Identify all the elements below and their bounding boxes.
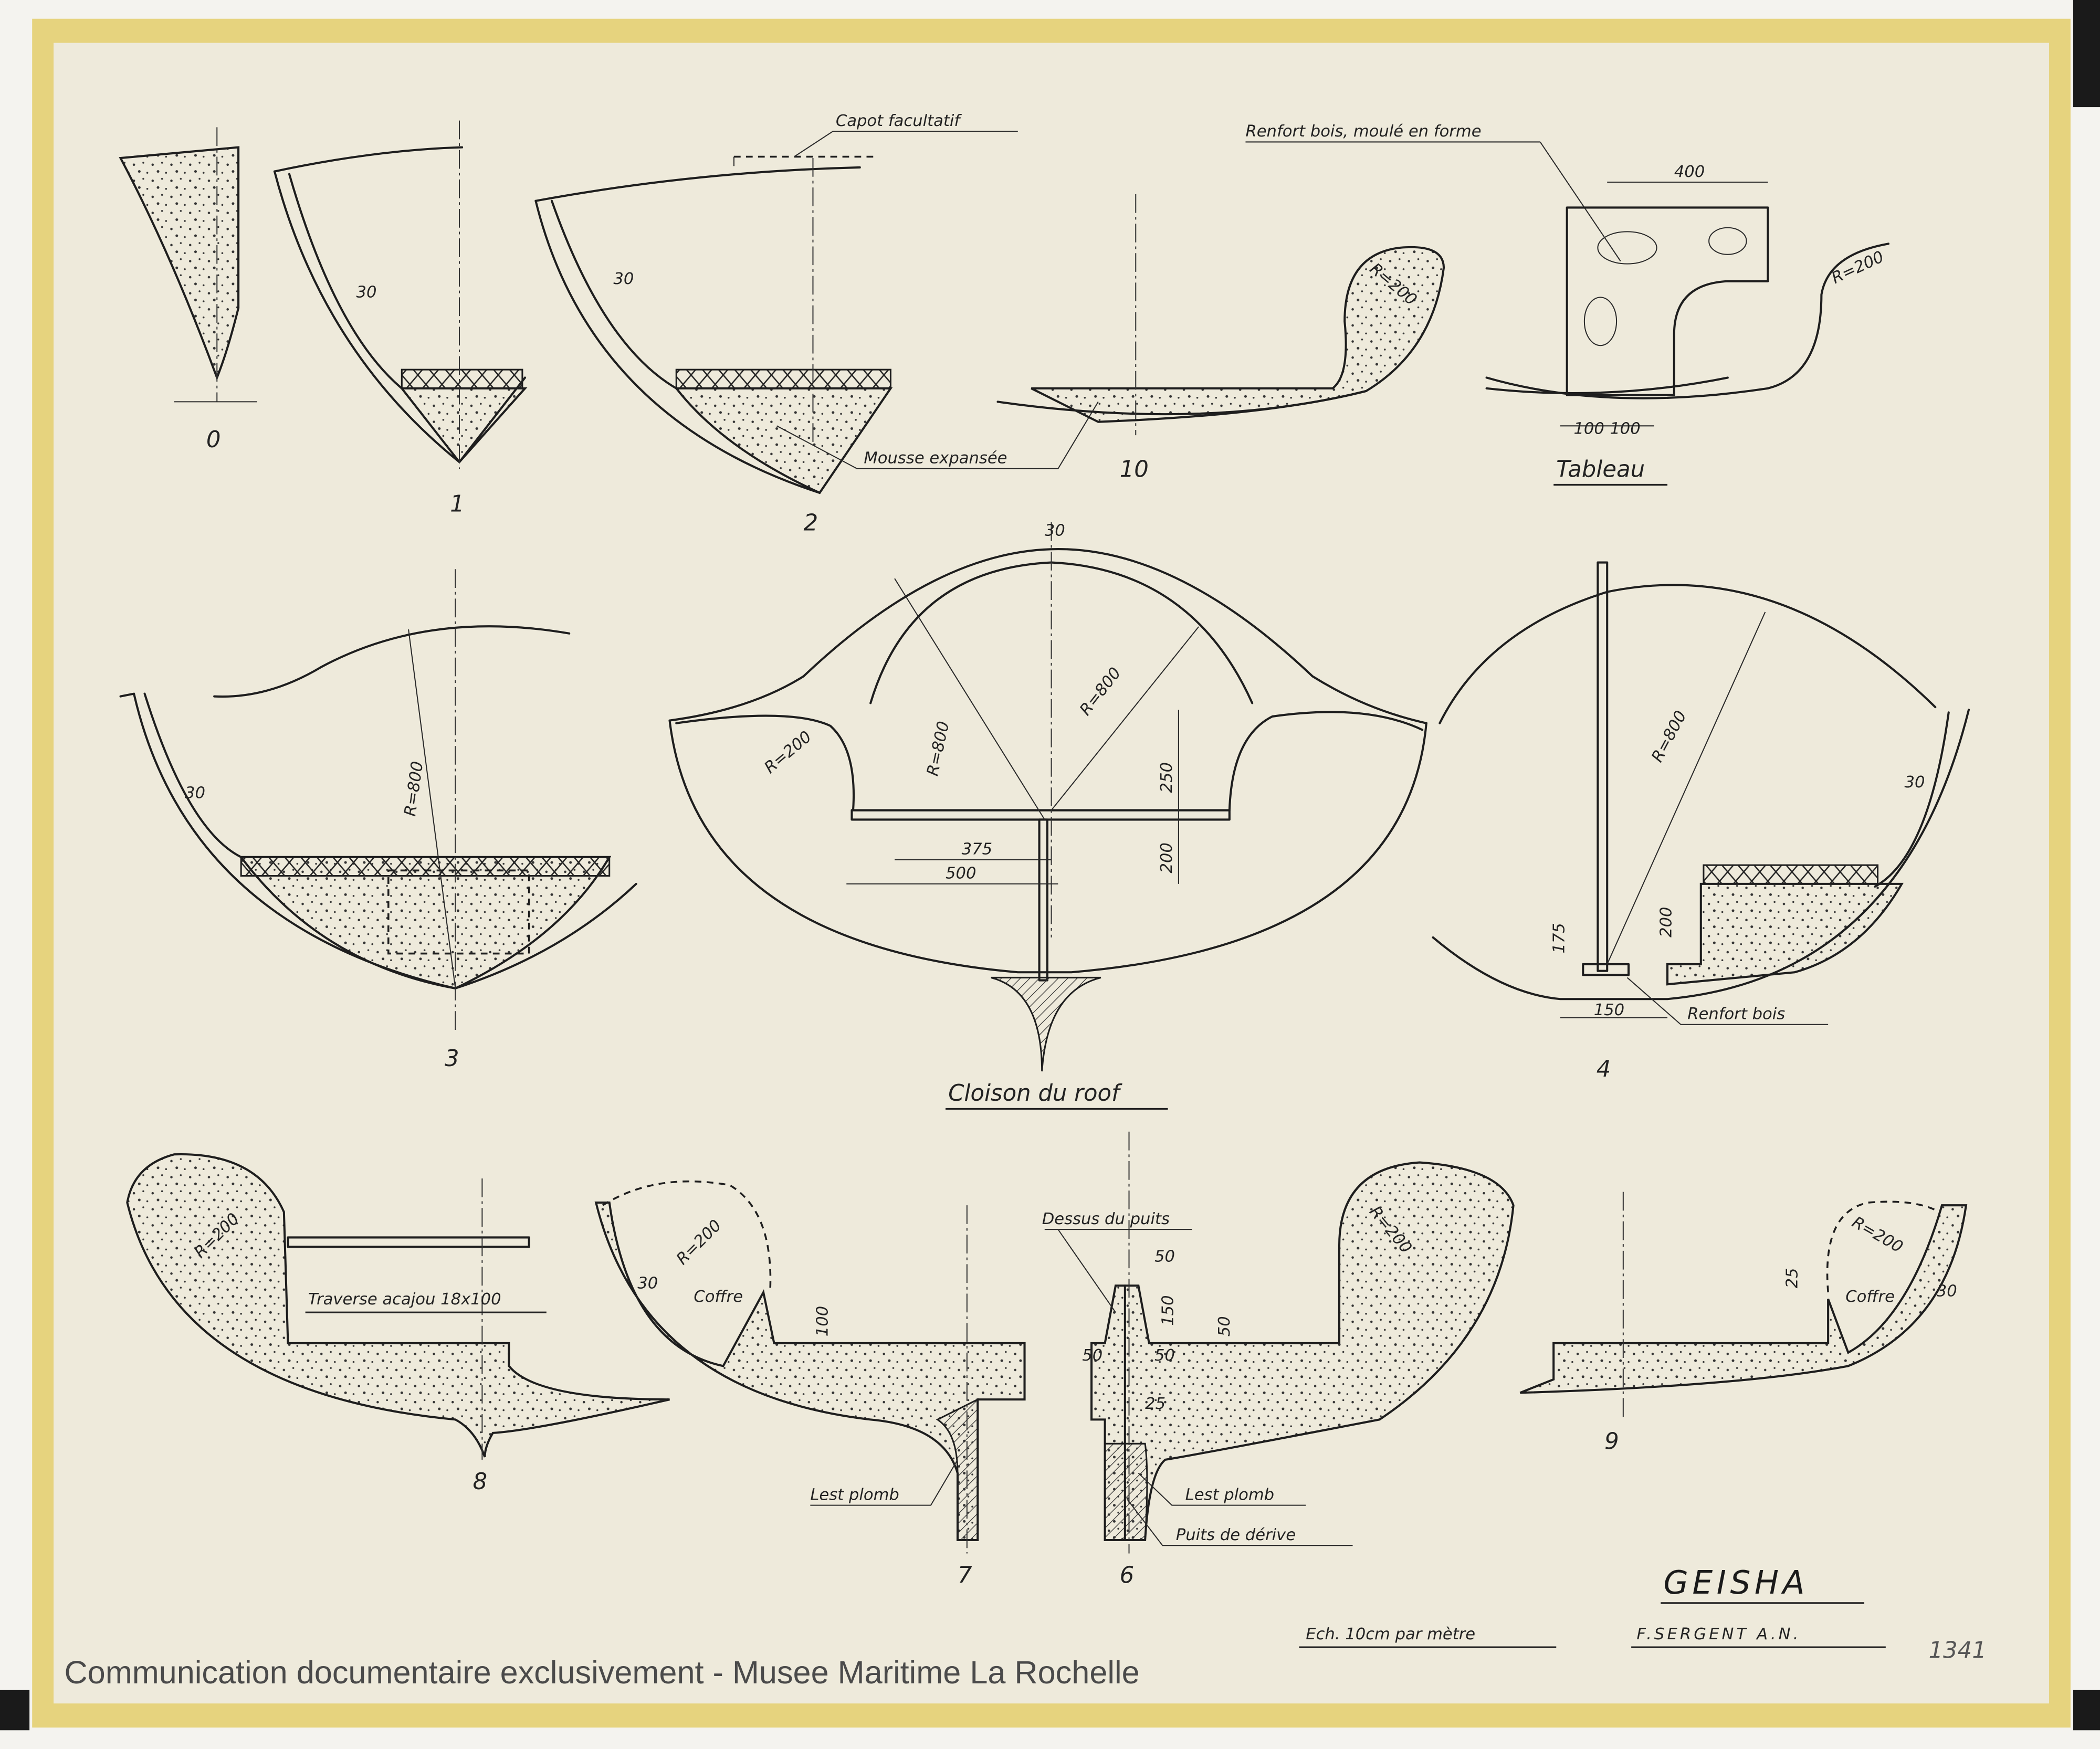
section-label: Cloison du roof xyxy=(948,1080,1122,1107)
dim-height-2: 200 xyxy=(1657,907,1676,937)
section-1: 30 1 xyxy=(273,120,528,518)
dim-slot: 25 xyxy=(1145,1395,1166,1413)
dim-b: 100 xyxy=(1610,420,1640,438)
dim-width: 400 xyxy=(1674,163,1705,181)
dim-width-2: 500 xyxy=(946,865,976,883)
dim-thickness: 30 xyxy=(185,784,205,803)
dim-height-2: 50 xyxy=(1215,1316,1234,1336)
section-0: 0 xyxy=(119,127,257,453)
lest-label: Lest plomb xyxy=(1185,1485,1274,1504)
section-4: R=800 30 175 200 150 Renfort bois 4 xyxy=(1432,561,1970,1082)
coffre-label: Coffre xyxy=(1845,1288,1895,1306)
traverse-label: Traverse acajou 18x100 xyxy=(308,1290,501,1309)
dim-height: 25 xyxy=(1783,1268,1801,1288)
section-label: 3 xyxy=(445,1046,459,1072)
section-label: 2 xyxy=(804,510,818,536)
clip-bottom-right xyxy=(2073,1690,2100,1731)
renfort-label: Renfort bois xyxy=(1687,1005,1785,1024)
dim-height: 150 xyxy=(1159,1295,1178,1325)
section-label: 4 xyxy=(1597,1056,1611,1082)
dim-thickness: 30 xyxy=(1905,773,1925,792)
title-block: GEISHA Ech. 10cm par mètre F.SERGENT A.N… xyxy=(1299,1564,1987,1664)
section-2: Capot facultatif 30 Mousse expansée 2 xyxy=(534,112,1099,536)
watermark: Communication documentaire exclusivement… xyxy=(64,1655,1139,1690)
scale-label: Ech. 10cm par mètre xyxy=(1306,1625,1475,1643)
section-label: 7 xyxy=(958,1563,972,1589)
dim-height: 100 xyxy=(814,1306,832,1336)
dim-width-1: 375 xyxy=(962,840,992,859)
section-label: 6 xyxy=(1120,1563,1135,1589)
dim-width: 150 xyxy=(1594,1001,1624,1019)
dessus-label: Dessus du puits xyxy=(1042,1210,1170,1228)
dim-thickness: 30 xyxy=(356,283,377,301)
author-label: F.SERGENT A.N. xyxy=(1636,1625,1801,1643)
coffre-label: Coffre xyxy=(694,1288,743,1306)
dim-top: 30 xyxy=(1045,522,1065,540)
dim-top-width: 50 xyxy=(1154,1247,1175,1266)
section-6: Dessus du puits 50 150 50 50 50 25 R=200… xyxy=(1042,1131,1515,1589)
section-label: Tableau xyxy=(1556,456,1645,482)
section-label: 10 xyxy=(1120,456,1149,482)
dim-thickness: 30 xyxy=(613,270,634,288)
section-10: R=200 10 xyxy=(996,194,1445,482)
dim-height-1: 175 xyxy=(1550,923,1569,953)
capot-label: Capot facultatif xyxy=(836,112,962,130)
dim-thickness: 30 xyxy=(1937,1282,1957,1301)
clip-bottom-left xyxy=(0,1690,30,1731)
dim-width-right: 50 xyxy=(1154,1346,1175,1365)
puits-label: Puits de dérive xyxy=(1176,1526,1296,1544)
dim-a: 100 xyxy=(1573,420,1604,438)
dim-width-left: 50 xyxy=(1082,1346,1102,1365)
section-8: R=200 Traverse acajou 18x100 8 xyxy=(126,1153,670,1495)
section-label: 1 xyxy=(450,491,465,518)
dim-height-2: 200 xyxy=(1158,842,1176,873)
dim-thickness: 30 xyxy=(637,1274,658,1292)
section-label: 0 xyxy=(206,427,221,453)
dim-height-1: 250 xyxy=(1158,762,1176,793)
renfort-label: Renfort bois, moulé en forme xyxy=(1245,122,1481,141)
lest-label: Lest plomb xyxy=(810,1485,899,1504)
mousse-label: Mousse expansée xyxy=(864,449,1007,468)
clip-top-right xyxy=(2073,0,2100,108)
section-label: 8 xyxy=(473,1469,488,1495)
drawing-number: 1341 xyxy=(1928,1638,1986,1664)
boat-name: GEISHA xyxy=(1663,1564,1809,1602)
section-label: 9 xyxy=(1604,1429,1619,1455)
